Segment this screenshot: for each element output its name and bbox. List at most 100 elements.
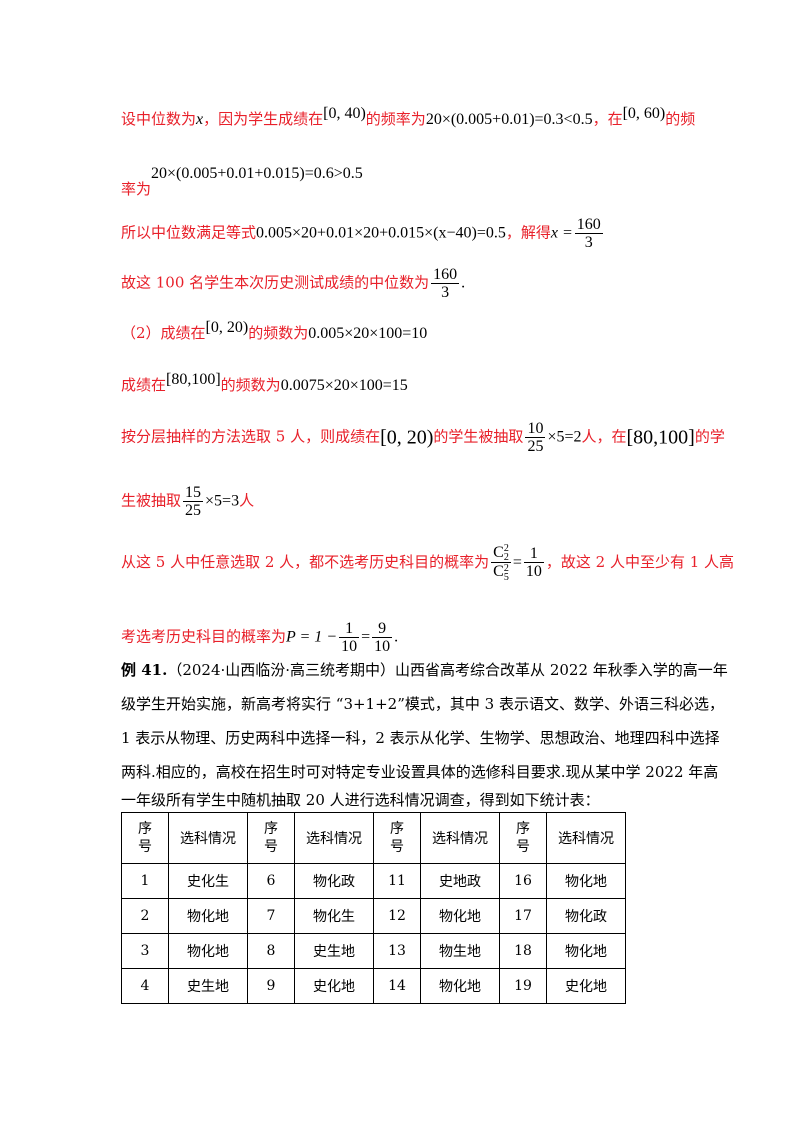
- example-text: 级学生开始实施，新高考将实行 “3+1+2”模式，其中 3 表示语文、数学、外语…: [121, 695, 724, 713]
- text: （2）成绩在: [121, 324, 206, 342]
- numerator: 15: [183, 484, 204, 502]
- text: 人，在: [581, 427, 627, 446]
- cell-selection: 史地政: [420, 863, 500, 899]
- denominator: 3: [584, 234, 593, 251]
- cell-selection: 史化地: [546, 968, 626, 1004]
- cell-no: 14: [373, 968, 421, 1004]
- numerator: 160: [431, 266, 460, 284]
- interval-80-100: [80,100]: [166, 371, 221, 388]
- text: 的学: [694, 427, 725, 446]
- text: 的频: [665, 110, 696, 128]
- formula-p: P = 1 −: [286, 628, 338, 646]
- text: 设中位数为: [121, 110, 197, 128]
- cell-no: 2: [121, 898, 169, 934]
- numerator: 1: [523, 545, 544, 564]
- text: 故这 100 名学生本次历史测试成绩的中位数为: [121, 273, 430, 292]
- cell-selection: 史生地: [168, 968, 248, 1004]
- text: 号: [390, 839, 404, 855]
- formula-count-80-100: 0.0075×20×100=15: [280, 377, 408, 394]
- cell-no: 3: [121, 933, 169, 969]
- example-line-5: 一年级所有学生中随机抽取 20 人进行选科情况调查，得到如下统计表：: [121, 790, 600, 810]
- text: ，因为学生成绩在: [203, 110, 324, 128]
- cell-no: 4: [121, 968, 169, 1004]
- solution-line-3: 所以中位数满足等式0.005×20+0.01×20+0.015×(x−40)=0…: [121, 216, 605, 251]
- header-no: 序号: [247, 812, 295, 864]
- cell-no: 9: [247, 968, 295, 1004]
- example-source: （2024·山西临汾·高三统考期中）: [167, 661, 396, 679]
- sup: 2: [503, 543, 509, 555]
- cell-no: 6: [247, 863, 295, 899]
- cell-no: 17: [499, 898, 547, 934]
- text: 人: [239, 491, 255, 510]
- header-no: 序号: [121, 812, 169, 864]
- cell-selection: 物化地: [168, 898, 248, 934]
- example-line-2: 级学生开始实施，新高考将实行 “3+1+2”模式，其中 3 表示语文、数学、外语…: [121, 694, 724, 714]
- denominator: 10: [525, 563, 542, 581]
- cell-selection: 物生地: [420, 933, 500, 969]
- text: ，故这 2 人中至少有 1 人高: [545, 552, 735, 571]
- denominator: 10: [374, 638, 391, 655]
- text: 的频率为: [365, 110, 426, 128]
- cell-no: 7: [247, 898, 295, 934]
- cell-no: 16: [499, 863, 547, 899]
- header-selection: 选科情况: [294, 812, 374, 864]
- denominator: 25: [185, 502, 202, 519]
- cell-selection: 物化生: [294, 898, 374, 934]
- solution-line-2: 率为20×(0.005+0.01+0.015)=0.6>0.5: [121, 164, 363, 199]
- sup: 2: [503, 562, 509, 574]
- cell-selection: 物化政: [294, 863, 374, 899]
- example-line-3: 1 表示从物理、历史两科中选择一科，2 表示从化学、生物学、思想政治、地理四科中…: [121, 728, 720, 748]
- sub: 5: [503, 571, 509, 583]
- header-no: 序号: [499, 812, 547, 864]
- interval-80-100: [80,100]: [626, 426, 695, 449]
- text: ，在: [592, 110, 623, 128]
- numerator: 160: [574, 216, 603, 234]
- cell-no: 13: [373, 933, 421, 969]
- header-selection: 选科情况: [168, 812, 248, 864]
- period: .: [461, 274, 466, 292]
- equals: =: [361, 628, 371, 646]
- denominator: 25: [527, 438, 544, 455]
- interval-0-20: [0, 20): [205, 319, 249, 336]
- solution-line-1: 设中位数为x，因为学生成绩在[0, 40)的频率为20×(0.005+0.01)…: [121, 104, 695, 130]
- formula-freq-0-40: 20×(0.005+0.01)=0.3<0.5: [425, 111, 593, 128]
- cell-selection: 物化地: [546, 863, 626, 899]
- cell-selection: 史化地: [294, 968, 374, 1004]
- numerator: 1: [339, 620, 360, 638]
- solution-line-6: 成绩在[80,100]的频数为0.0075×20×100=15: [121, 370, 408, 396]
- text: 序: [264, 821, 278, 837]
- text: 序: [516, 821, 530, 837]
- cell-selection: 物化地: [420, 968, 500, 1004]
- period: .: [394, 628, 399, 646]
- example-line-4: 两科.相应的，高校在招生时可对特定专业设置具体的选修科目要求.现从某中学 202…: [121, 762, 718, 782]
- cell-selection: 物化政: [546, 898, 626, 934]
- text: 序: [138, 821, 152, 837]
- text: 号: [516, 839, 530, 855]
- text: ，解得: [505, 223, 551, 242]
- text: 生被抽取: [121, 491, 182, 510]
- text: 成绩在: [121, 376, 167, 394]
- text: 率为: [121, 180, 152, 198]
- example-text: 一年级所有学生中随机抽取 20 人进行选科情况调查，得到如下统计表：: [121, 791, 600, 809]
- header-no: 序号: [373, 812, 421, 864]
- text: 从这 5 人中任意选取 2 人，都不选考历史科目的概率为: [121, 552, 490, 571]
- cell-selection: 史生地: [294, 933, 374, 969]
- text: 考选考历史科目的概率为: [121, 627, 287, 646]
